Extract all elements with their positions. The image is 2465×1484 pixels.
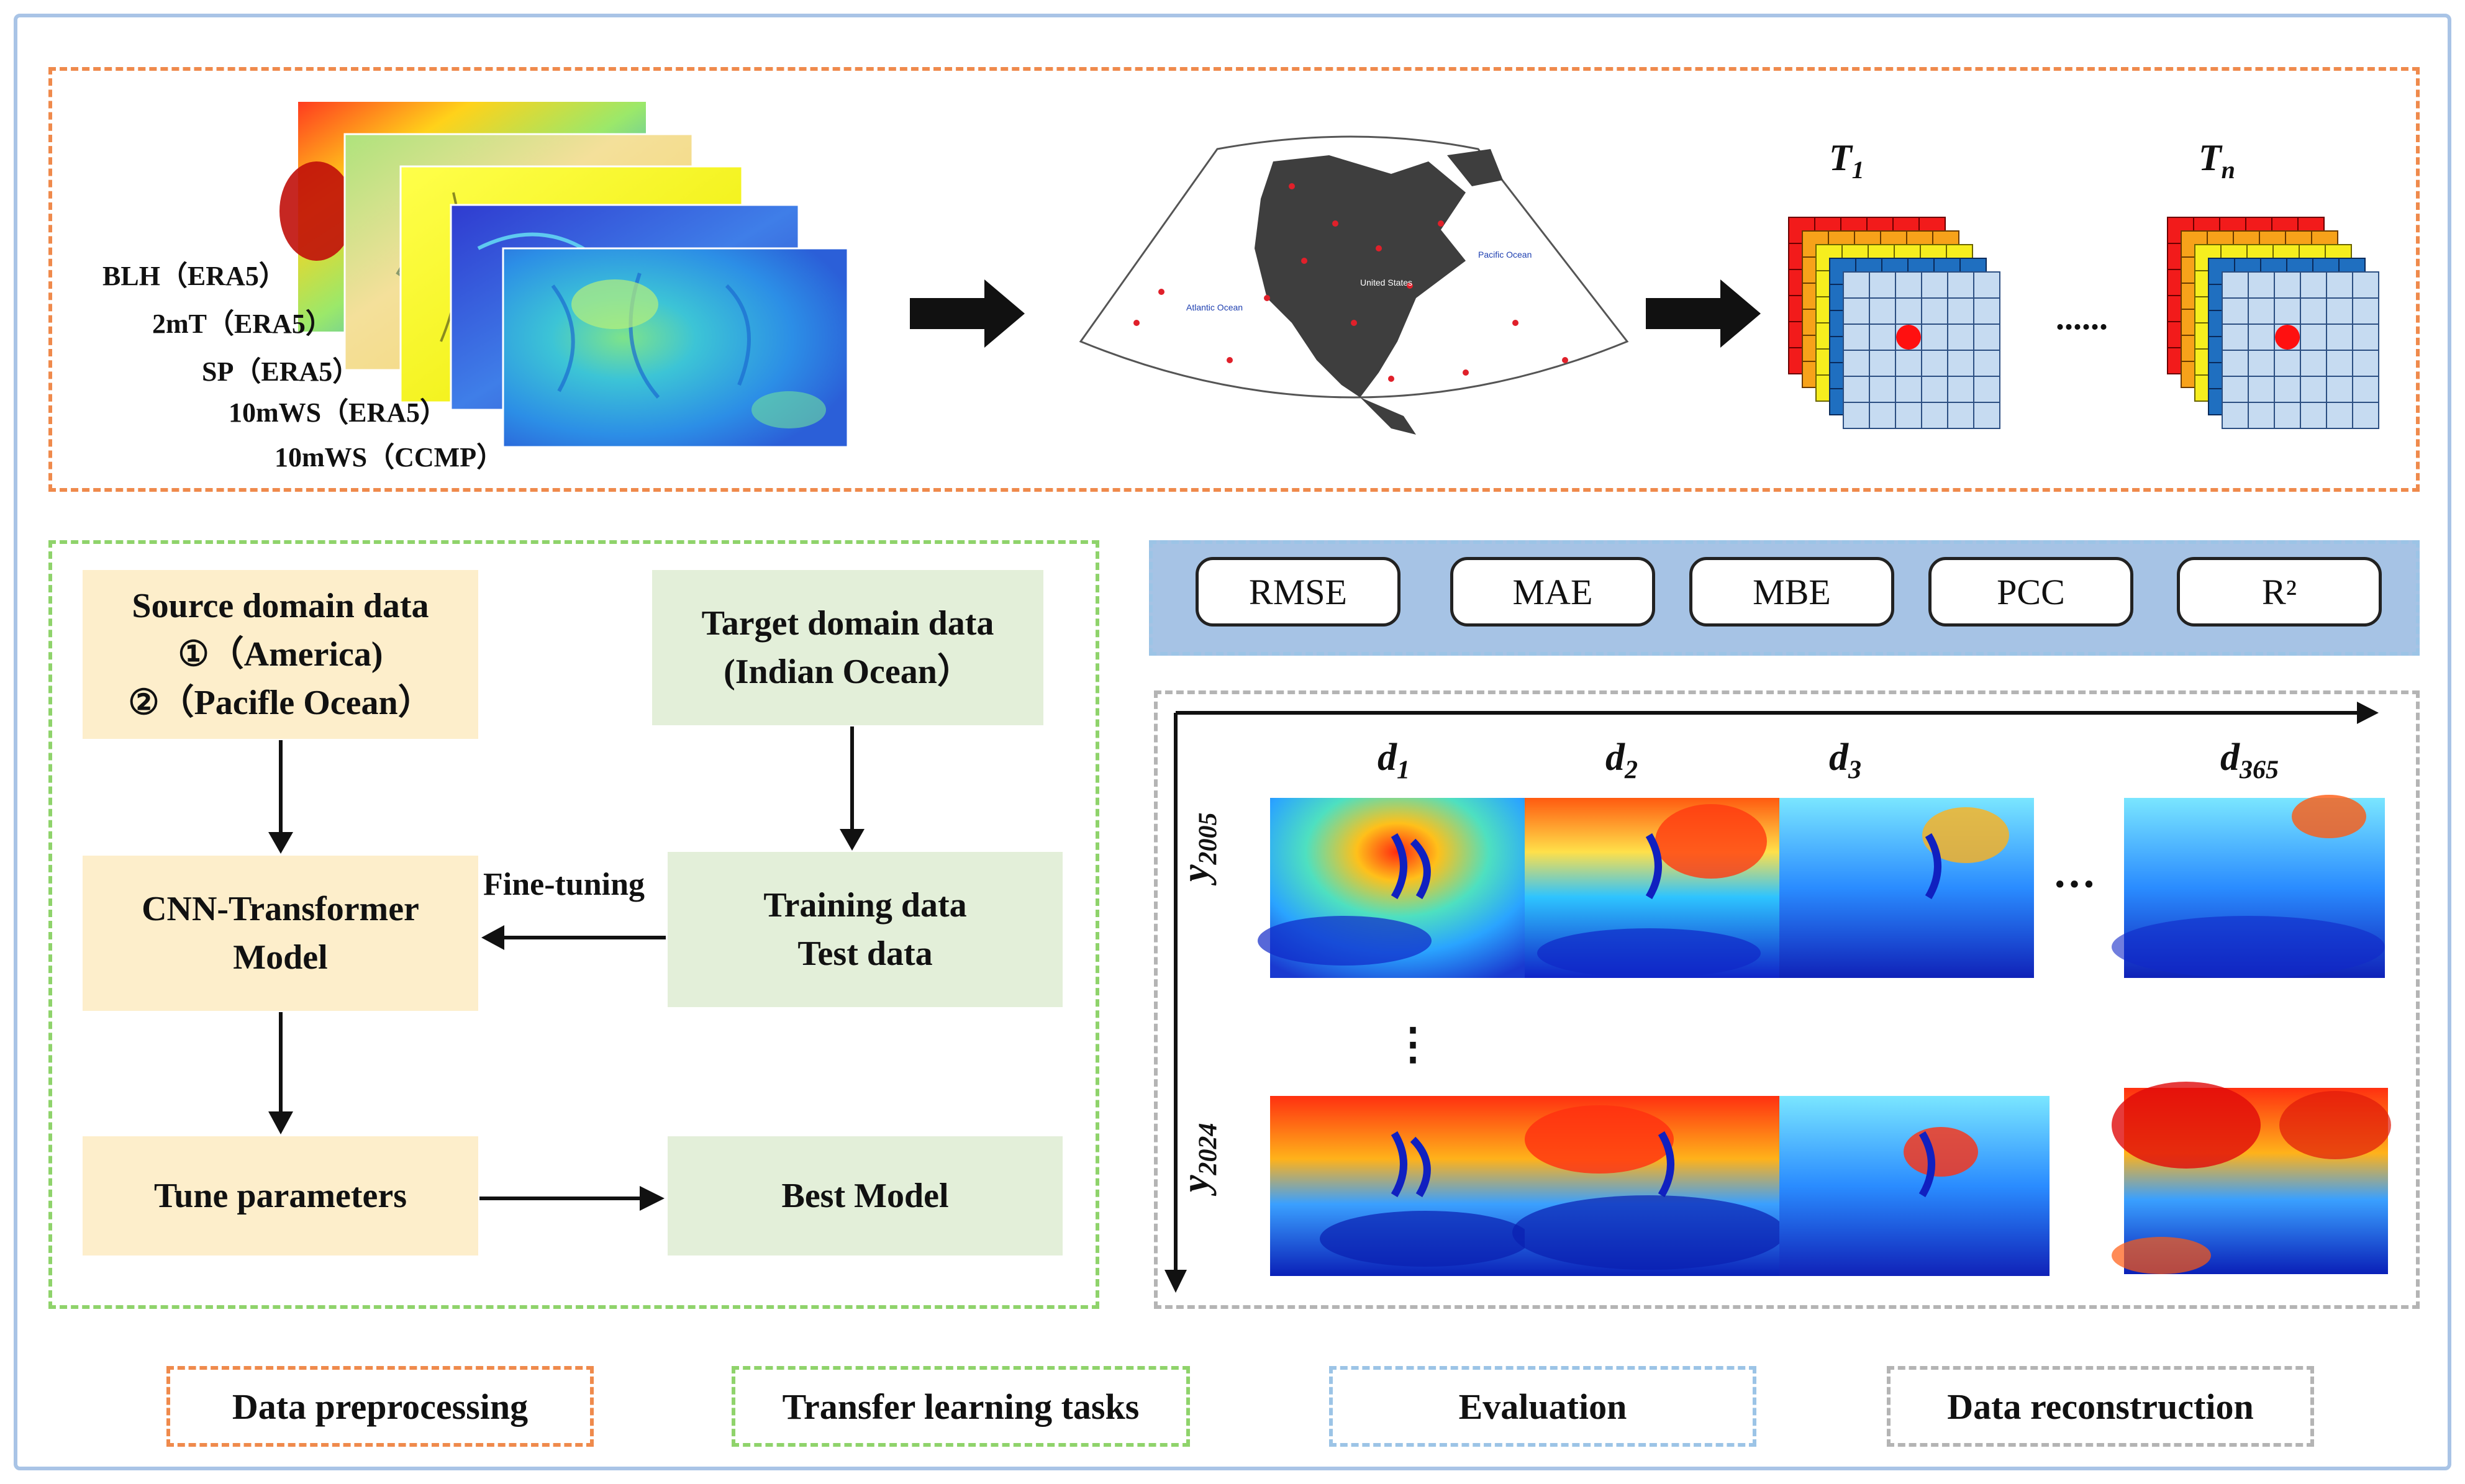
training-line-1: Training data bbox=[763, 886, 967, 925]
north-america-projection-map: Atlantic Ocean United States Pacific Oce… bbox=[1079, 135, 1629, 435]
training-line-2: Test data bbox=[797, 934, 933, 973]
best-label: Best Model bbox=[781, 1177, 949, 1215]
day-label-3: d3 bbox=[1829, 736, 1861, 785]
legend-data-reconstruction: Data reconstruction bbox=[1887, 1366, 2314, 1447]
target-point-marker bbox=[1896, 325, 1921, 350]
cnn-transformer-box: CNN-Transformer Model bbox=[83, 856, 478, 1011]
target-line-1: Target domain data bbox=[701, 604, 994, 643]
tune-parameters-box: Tune parameters bbox=[83, 1136, 478, 1256]
day-label-1: d1 bbox=[1378, 736, 1410, 785]
layer-label-10mws-era5: 10mWS（ERA5） bbox=[229, 397, 448, 428]
source-line-2: ①（America) bbox=[178, 635, 383, 674]
source-domain-box: Source domain data ①（America) ②（Pacifle … bbox=[83, 570, 478, 739]
fine-tuning-label: Fine-tuning bbox=[483, 867, 645, 902]
best-model-box: Best Model bbox=[668, 1136, 1063, 1256]
legend-data-preprocessing: Data preprocessing bbox=[166, 1366, 594, 1447]
legend-evaluation: Evaluation bbox=[1329, 1366, 1756, 1447]
metric-rmse: RMSE bbox=[1196, 557, 1400, 627]
recon-v-ellipsis: ⋮ bbox=[1391, 1021, 1435, 1069]
layer-label-blh: BLH（ERA5） bbox=[102, 261, 286, 291]
input-layer-stack bbox=[279, 102, 849, 448]
metric-pcc: PCC bbox=[1928, 557, 2133, 627]
recon-map-2024-d365 bbox=[2112, 1082, 2391, 1274]
layer-label-2mt: 2mT（ERA5） bbox=[152, 309, 333, 339]
map-label-atlantic: Atlantic Ocean bbox=[1186, 302, 1243, 312]
legend-transfer-learning: Transfer learning tasks bbox=[732, 1366, 1190, 1447]
model-line-1: CNN-Transformer bbox=[142, 890, 419, 928]
tune-label: Tune parameters bbox=[153, 1177, 407, 1215]
recon-map-2005-d1 bbox=[1258, 798, 1525, 978]
source-line-1: Source domain data bbox=[132, 587, 429, 625]
layer-label-10mws-ccmp: 10mWS（CCMP） bbox=[275, 442, 504, 473]
training-data-box: Training data Test data bbox=[668, 852, 1063, 1007]
tensor-label-t1: T1 bbox=[1829, 137, 1864, 184]
arrow-to-map bbox=[910, 279, 1025, 348]
recon-map-2024-d3 bbox=[1779, 1096, 2050, 1276]
layer-label-sp: SP（ERA5） bbox=[202, 356, 360, 387]
tensor-ellipsis: ...... bbox=[2056, 299, 2108, 337]
transfer-learning-panel bbox=[48, 540, 1099, 1309]
recon-h-ellipsis: ··· bbox=[2053, 861, 2097, 908]
metric-mae: MAE bbox=[1450, 557, 1655, 627]
map-label-us: United States bbox=[1360, 278, 1412, 287]
arrow-to-tensors bbox=[1646, 279, 1761, 348]
map-label-pacific: Pacific Ocean bbox=[1478, 250, 1532, 260]
target-domain-box: Target domain data (Indian Ocean） bbox=[652, 570, 1043, 725]
data-preprocessing-panel bbox=[48, 67, 2420, 492]
year-label-2024: y2024 bbox=[1174, 1123, 1223, 1192]
recon-map-2024-d2 bbox=[1512, 1096, 1786, 1276]
data-reconstruction-panel bbox=[1154, 690, 2420, 1309]
model-line-2: Model bbox=[233, 938, 328, 977]
recon-map-2005-d2 bbox=[1525, 798, 1779, 978]
recon-map-2024-d1 bbox=[1270, 1096, 1531, 1276]
target-point-marker bbox=[2275, 325, 2300, 350]
tensor-stack-t1 bbox=[1788, 217, 2000, 429]
day-label-365: d365 bbox=[2220, 736, 2279, 785]
metric-r2: R² bbox=[2177, 557, 2382, 627]
source-line-3: ②（Pacifle Ocean） bbox=[128, 684, 433, 722]
tensor-label-tn: Tn bbox=[2199, 137, 2235, 184]
tensor-stack-tn bbox=[2167, 217, 2379, 429]
tensor-layer-5 bbox=[2222, 271, 2379, 429]
year-label-2005: y2005 bbox=[1174, 812, 1223, 882]
day-label-2: d2 bbox=[1605, 736, 1638, 785]
target-line-2: (Indian Ocean） bbox=[724, 653, 972, 691]
blh-hotspot bbox=[279, 161, 354, 261]
outer-frame bbox=[14, 14, 2451, 1470]
metric-mbe: MBE bbox=[1689, 557, 1894, 627]
recon-map-2005-d365 bbox=[2112, 795, 2385, 978]
recon-map-2005-d3 bbox=[1779, 798, 2034, 978]
